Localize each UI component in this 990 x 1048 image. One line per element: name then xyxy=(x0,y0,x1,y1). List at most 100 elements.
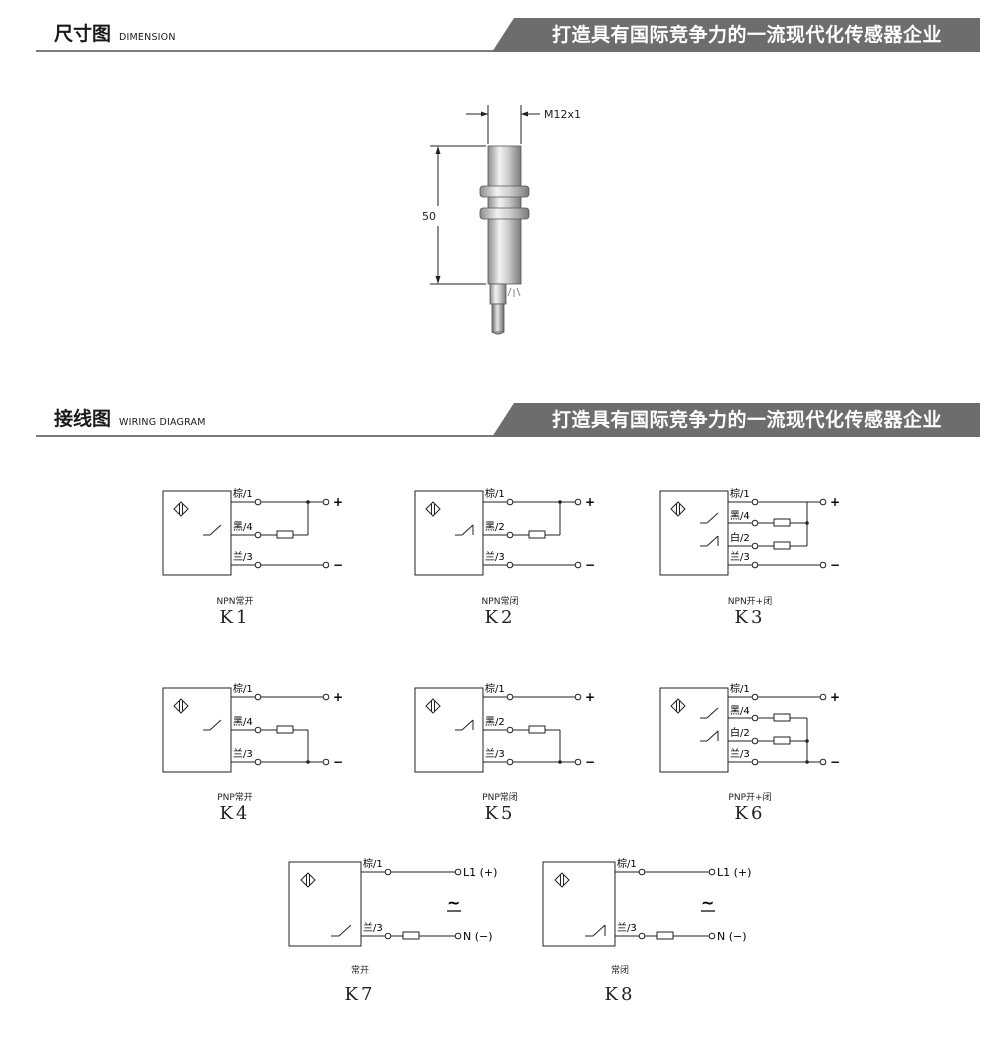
wire-label-black: 黑/4 xyxy=(730,705,750,717)
dimension-drawing: M12x1 50 xyxy=(422,105,581,335)
label-k1: K1 xyxy=(219,607,251,628)
terminal-minus: − xyxy=(333,755,343,769)
caption-k3: NPN开+闭 xyxy=(727,597,773,607)
wiring-diagram-k1: 棕/1 黑/4 兰/3 + − xyxy=(162,487,343,576)
caption-k1: NPN常开 xyxy=(216,597,254,607)
label-k4: K4 xyxy=(219,803,251,824)
wire-label-brown: 棕/1 xyxy=(730,682,750,695)
wire-label-white: 白/2 xyxy=(730,726,750,739)
wiring-diagram-k5: 棕/1 黑/2 兰/3 + − xyxy=(414,682,595,773)
switch-no xyxy=(700,707,719,719)
caption-k2: NPN常闭 xyxy=(481,597,519,607)
label-k3: K3 xyxy=(734,607,766,628)
wire-label-brown: 棕/1 xyxy=(617,857,637,870)
switch-no xyxy=(203,719,222,731)
wire-label-blue: 兰/3 xyxy=(233,747,253,760)
sensor-symbol-icon xyxy=(300,872,316,888)
caption-k4: PNP常开 xyxy=(217,793,253,803)
sensor-symbol-icon xyxy=(425,698,441,714)
terminal-l1: L1 (+) xyxy=(463,866,497,879)
label-k5: K5 xyxy=(484,803,516,824)
switch-nc xyxy=(455,719,474,731)
led-indicator-icon xyxy=(507,287,521,297)
label-k6: K6 xyxy=(734,803,766,824)
wiring-diagram-k6: 棕/1 黑/4 白/2 兰/3 + − xyxy=(659,682,840,773)
wire-label-black: 黑/4 xyxy=(233,521,253,533)
wire-label-blue: 兰/3 xyxy=(233,550,253,563)
sensor-symbol-icon xyxy=(554,872,570,888)
wiring-section-header: 接线图 WIRING DIAGRAM 打造具有国际竞争力的一流现代化传感器企业 xyxy=(36,403,980,437)
wiring-diagram-k2: 棕/1 黑/2 兰/3 + − xyxy=(414,487,595,576)
terminal-minus: − xyxy=(830,755,840,769)
dimension-title-en: DIMENSION xyxy=(119,32,176,43)
caption-k5: PNP常闭 xyxy=(482,793,518,803)
ac-symbol: ~ xyxy=(701,893,714,912)
caption-k6: PNP开+闭 xyxy=(728,793,772,803)
sensor-symbol-icon xyxy=(425,501,441,517)
wire-label-black: 黑/2 xyxy=(485,521,505,533)
terminal-n: N (−) xyxy=(463,930,493,943)
wire-label-blue: 兰/3 xyxy=(363,921,383,934)
switch-no xyxy=(331,924,352,937)
wire-label-brown: 棕/1 xyxy=(485,682,505,695)
wiring-diagram-k3: 棕/1 黑/4 白/2 兰/3 + − xyxy=(659,487,840,576)
wire-label-black: 黑/2 xyxy=(485,716,505,728)
wire-label-blue: 兰/3 xyxy=(485,550,505,563)
switch-nc xyxy=(455,524,474,536)
terminal-plus: + xyxy=(585,690,595,704)
wire-label-blue: 兰/3 xyxy=(617,921,637,934)
dimension-title: 尺寸图 DIMENSION xyxy=(54,19,176,46)
wire-label-black: 黑/4 xyxy=(730,510,750,522)
terminal-plus: + xyxy=(585,495,595,509)
terminal-minus: − xyxy=(585,755,595,769)
label-k8: K8 xyxy=(604,984,636,1005)
length-dimension xyxy=(430,145,486,285)
wiring-title-cn: 接线图 xyxy=(54,408,112,430)
wire-label-brown: 棕/1 xyxy=(233,682,253,695)
wire-label-blue: 兰/3 xyxy=(485,747,505,760)
thread-label: M12x1 xyxy=(544,108,581,121)
switch-no xyxy=(700,512,719,524)
label-k2: K2 xyxy=(484,607,516,628)
switch-nc xyxy=(700,730,719,742)
terminal-minus: − xyxy=(830,558,840,572)
terminal-minus: − xyxy=(333,558,343,572)
dimension-section-header: 尺寸图 DIMENSION 打造具有国际竞争力的一流现代化传感器企业 xyxy=(36,18,980,52)
sensor-symbol-icon xyxy=(173,501,189,517)
switch-no xyxy=(203,524,222,536)
wire-label-brown: 棕/1 xyxy=(730,487,750,500)
thread-dimension xyxy=(466,105,540,144)
sensor-body xyxy=(479,145,530,335)
terminal-minus: − xyxy=(585,558,595,572)
dimension-banner: 打造具有国际竞争力的一流现代化传感器企业 xyxy=(492,18,980,52)
wire-label-black: 黑/4 xyxy=(233,716,253,728)
terminal-plus: + xyxy=(830,690,840,704)
wire-label-blue: 兰/3 xyxy=(730,747,750,760)
terminal-plus: + xyxy=(830,495,840,509)
terminal-plus: + xyxy=(333,690,343,704)
sensor-symbol-icon xyxy=(173,698,189,714)
wiring-diagram-k4: 棕/1 黑/4 兰/3 + − xyxy=(162,682,343,773)
wire-label-brown: 棕/1 xyxy=(485,487,505,500)
terminal-plus: + xyxy=(333,495,343,509)
terminal-n: N (−) xyxy=(717,930,747,943)
sensor-symbol-icon xyxy=(670,698,686,714)
wiring-diagram-k7: 棕/1 兰/3 L1 (+) N (−) ~ xyxy=(288,857,497,947)
dimension-title-cn: 尺寸图 xyxy=(54,23,112,45)
label-k7: K7 xyxy=(344,984,376,1005)
wiring-title: 接线图 WIRING DIAGRAM xyxy=(54,404,206,431)
wiring-diagram-k8: 棕/1 兰/3 L1 (+) N (−) ~ xyxy=(542,857,751,947)
length-label: 50 xyxy=(422,210,436,223)
wiring-banner: 打造具有国际竞争力的一流现代化传感器企业 xyxy=(492,403,980,437)
wiring-title-en: WIRING DIAGRAM xyxy=(119,417,206,428)
switch-nc xyxy=(585,924,606,937)
ac-symbol: ~ xyxy=(447,893,460,912)
switch-nc xyxy=(700,535,719,547)
terminal-l1: L1 (+) xyxy=(717,866,751,879)
caption-k7: 常开 xyxy=(350,966,369,976)
wire-label-brown: 棕/1 xyxy=(233,487,253,500)
wire-label-brown: 棕/1 xyxy=(363,857,383,870)
sensor-symbol-icon xyxy=(670,501,686,517)
wire-label-blue: 兰/3 xyxy=(730,550,750,563)
caption-k8: 常闭 xyxy=(610,966,629,976)
